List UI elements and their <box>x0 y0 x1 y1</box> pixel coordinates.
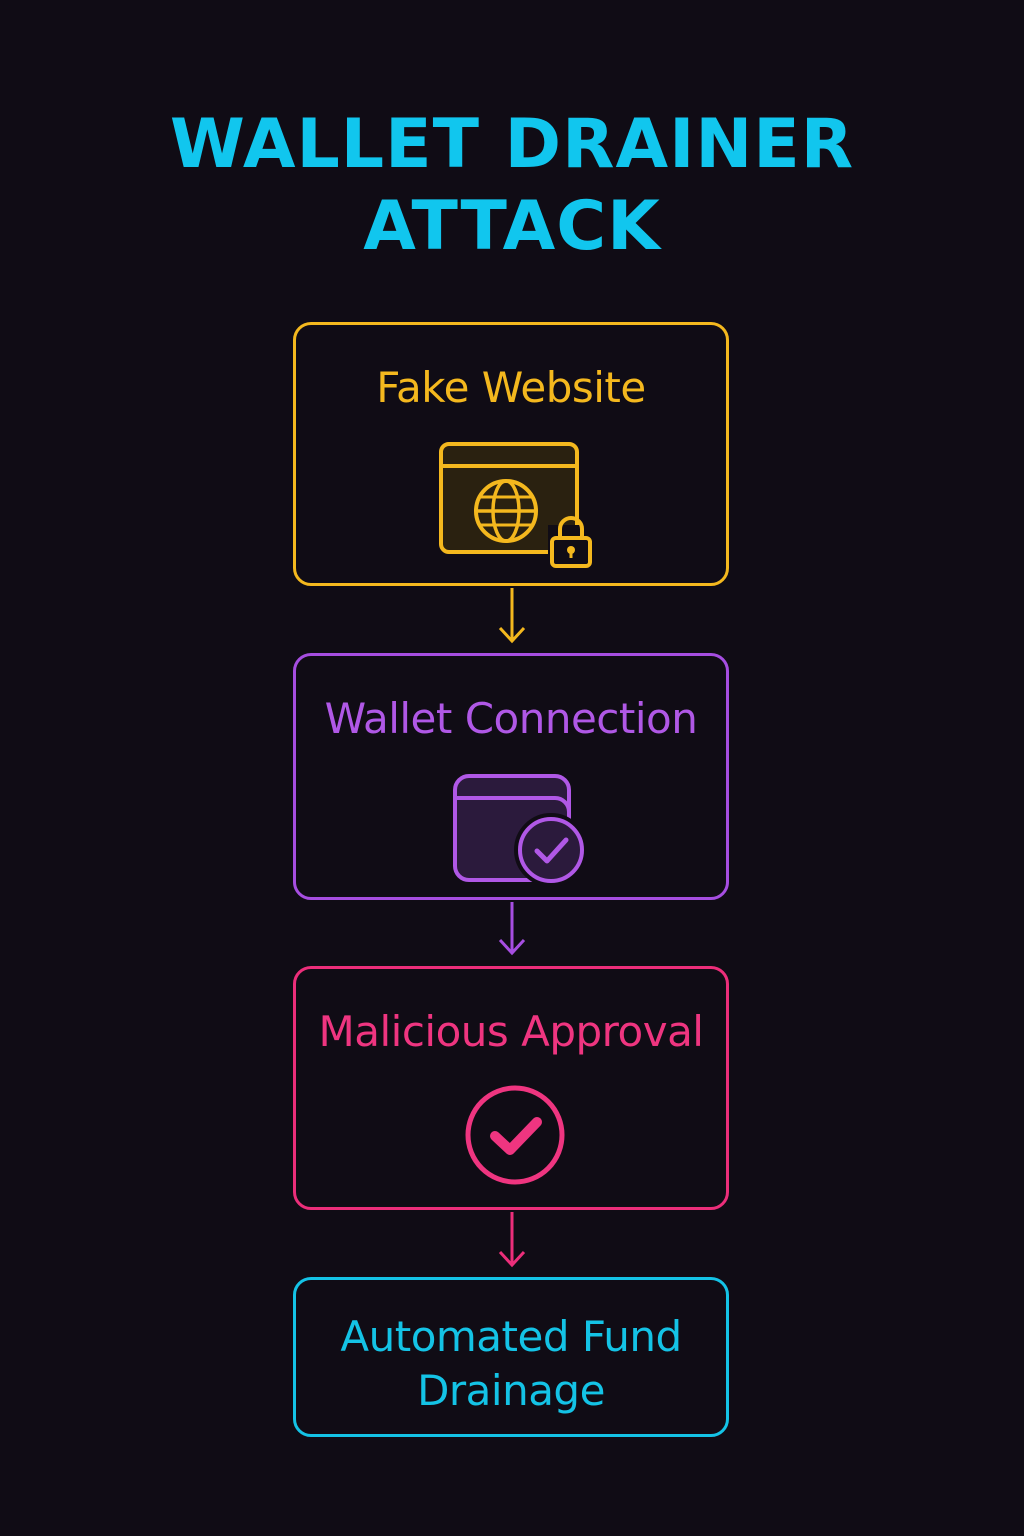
step-label: Wallet Connection <box>324 694 698 743</box>
browser-globe-lock-icon <box>439 442 594 568</box>
step-wallet-connection: Wallet Connection <box>293 653 729 900</box>
circle-check-icon <box>465 1085 565 1185</box>
step-label-line-1: Automated Fund <box>340 1312 682 1361</box>
wallet-check-icon <box>453 774 588 887</box>
step-label: Malicious Approval <box>318 1007 704 1056</box>
step-label: Fake Website <box>376 363 646 412</box>
step-label-line-2: Drainage <box>417 1366 605 1415</box>
step-malicious-approval: Malicious Approval <box>293 966 729 1210</box>
title-line-1: WALLET DRAINER <box>169 105 855 184</box>
step-automated-fund-drainage: Automated Fund Drainage <box>293 1277 729 1437</box>
arrow-down-icon <box>498 1212 526 1268</box>
title-line-2: ATTACK <box>363 187 661 266</box>
step-label: Automated Fund Drainage <box>296 1310 726 1418</box>
arrow-down-icon <box>498 588 526 644</box>
arrow-down-icon <box>498 902 526 956</box>
step-fake-website: Fake Website <box>293 322 729 586</box>
diagram-title: WALLET DRAINER ATTACK <box>0 104 1024 268</box>
